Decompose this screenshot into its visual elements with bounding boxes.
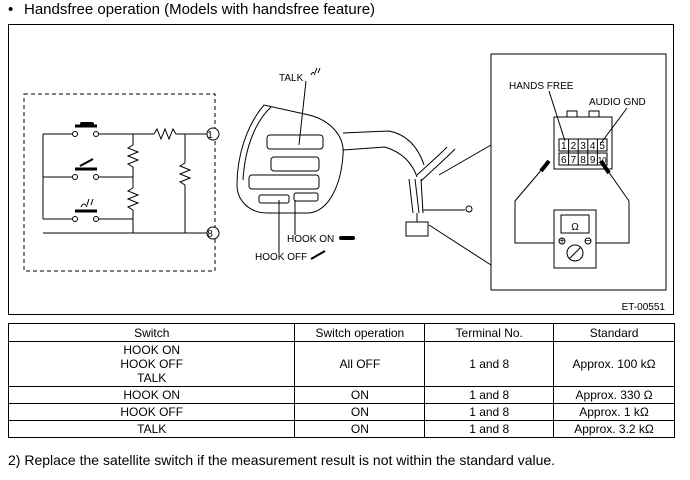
hook-off-label: HOOK OFF (255, 252, 307, 263)
hook-off-icon (79, 158, 94, 167)
pin-7: 7 (571, 155, 577, 166)
switch-line: HOOK OFF (120, 357, 184, 371)
replacement-note: 2) Replace the satellite switch if the m… (8, 452, 556, 468)
cell-terminal: 1 and 8 (424, 403, 555, 421)
cell-operation: ON (294, 420, 426, 438)
pin-10: 10 (598, 156, 607, 165)
talk-icon (80, 198, 94, 208)
resistor-mid-2 (126, 187, 140, 211)
handsfree-diagram: 1 8 TALK HOOK ON HOOK OFF HANDS FREE AUD… (23, 53, 667, 313)
header-switch: Switch (7, 323, 296, 342)
pin-1: 1 (561, 141, 567, 152)
resistor-top (153, 127, 177, 141)
cell-switch: HOOK ON (7, 386, 296, 404)
handsfree-figure: 1 8 TALK HOOK ON HOOK OFF HANDS FREE AUD… (8, 24, 674, 315)
table-row: TALK ON 1 and 8 Approx. 3.2 kΩ (7, 420, 675, 438)
steering-wheel-illustration (236, 80, 473, 253)
table-row: HOOK ON HOOK OFF TALK All OFF 1 and 8 Ap… (7, 341, 675, 387)
ohmmeter-minus-icon: − (585, 236, 591, 247)
hands-free-label: HANDS FREE (509, 81, 574, 92)
table-row: HOOK ON ON 1 and 8 Approx. 330 Ω (7, 386, 675, 404)
section-heading-text: Handsfree operation (Models with handsfr… (24, 1, 376, 18)
switch-line: TALK (137, 371, 167, 385)
talk-switch (72, 209, 99, 222)
table-header-row: Switch Switch operation Terminal No. Sta… (7, 323, 675, 342)
hook-on-switch (72, 124, 99, 137)
hook-off-label-icon (310, 250, 326, 260)
cell-standard: Approx. 100 kΩ (553, 341, 675, 387)
cell-terminal: 1 and 8 (424, 341, 555, 387)
cell-terminal: 1 and 8 (424, 420, 555, 438)
table-row: HOOK OFF ON 1 and 8 Approx. 1 kΩ (7, 403, 675, 421)
connector-pin-grid (558, 138, 608, 166)
cell-standard: Approx. 330 Ω (553, 386, 675, 404)
ohmmeter (553, 209, 597, 269)
header-terminal-no: Terminal No. (424, 323, 555, 342)
cell-operation: ON (294, 386, 426, 404)
pin-3: 3 (580, 141, 586, 152)
resistance-spec-table: Switch Switch operation Terminal No. Sta… (7, 323, 675, 438)
resistor-right (178, 162, 192, 186)
cell-standard: Approx. 3.2 kΩ (553, 420, 675, 438)
switch-line: HOOK ON (123, 343, 181, 357)
cell-switch: HOOK OFF (7, 403, 296, 421)
hook-on-icon (80, 122, 94, 126)
audio-gnd-label: AUDIO GND (589, 97, 646, 108)
switch-module-outline (23, 93, 216, 272)
talk-label-icon (310, 67, 321, 76)
pin-5: 5 (599, 141, 605, 152)
pin-8: 8 (580, 155, 586, 166)
terminal-1-label: 1 (207, 130, 213, 141)
resistor-mid-1 (126, 144, 140, 168)
header-switch-operation: Switch operation (294, 323, 426, 342)
section-heading: • Handsfree operation (Models with handsf… (8, 1, 375, 18)
pin-9: 9 (590, 155, 596, 166)
hook-on-label: HOOK ON (287, 234, 334, 245)
pin-6: 6 (561, 155, 567, 166)
terminal-8-label: 8 (207, 229, 213, 240)
cell-terminal: 1 and 8 (424, 386, 555, 404)
cell-standard: Approx. 1 kΩ (553, 403, 675, 421)
ohm-symbol: Ω (571, 222, 579, 233)
connector-body (553, 116, 613, 170)
pin-4: 4 (590, 141, 596, 152)
header-standard: Standard (553, 323, 675, 342)
hook-on-label-icon (339, 236, 355, 240)
terminal-8-node (206, 226, 220, 240)
bullet: • (8, 1, 14, 18)
cell-switch: TALK (7, 420, 296, 438)
talk-label: TALK (279, 73, 304, 84)
terminal-1-node (206, 127, 220, 141)
pin-2: 2 (571, 141, 577, 152)
hook-off-switch (72, 167, 99, 180)
cell-operation: All OFF (294, 341, 426, 387)
cell-switch: HOOK ON HOOK OFF TALK (7, 341, 296, 387)
figure-code: ET-00551 (622, 302, 666, 313)
ohmmeter-plus-icon: + (559, 236, 565, 247)
cell-operation: ON (294, 403, 426, 421)
